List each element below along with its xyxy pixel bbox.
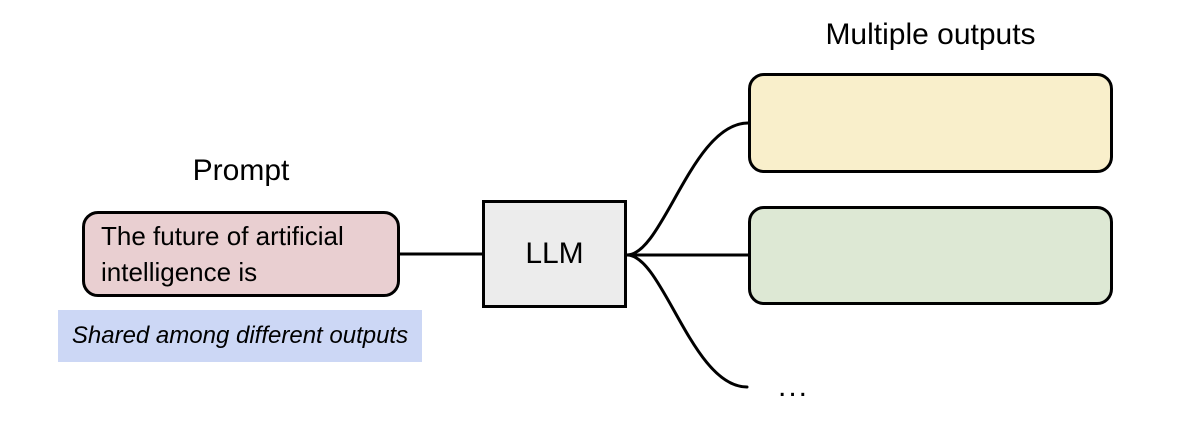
output-box-2 [748,206,1113,305]
more-outputs-ellipsis: ... [778,370,810,403]
llm-label: LLM [525,237,584,270]
connector-llm-to-more-outputs [625,253,749,389]
prompt-title: Prompt [192,154,290,187]
prompt-box-text: The future of artificial intelligence is [101,221,344,287]
outputs-title: Multiple outputs [825,18,1036,51]
connector-llm-to-output-1 [625,121,750,257]
output-box-1 [748,73,1113,173]
llm-box: LLM [482,200,627,308]
prompt-note: Shared among different outputs [58,310,422,362]
prompt-box: The future of artificial intelligence is [82,211,400,297]
